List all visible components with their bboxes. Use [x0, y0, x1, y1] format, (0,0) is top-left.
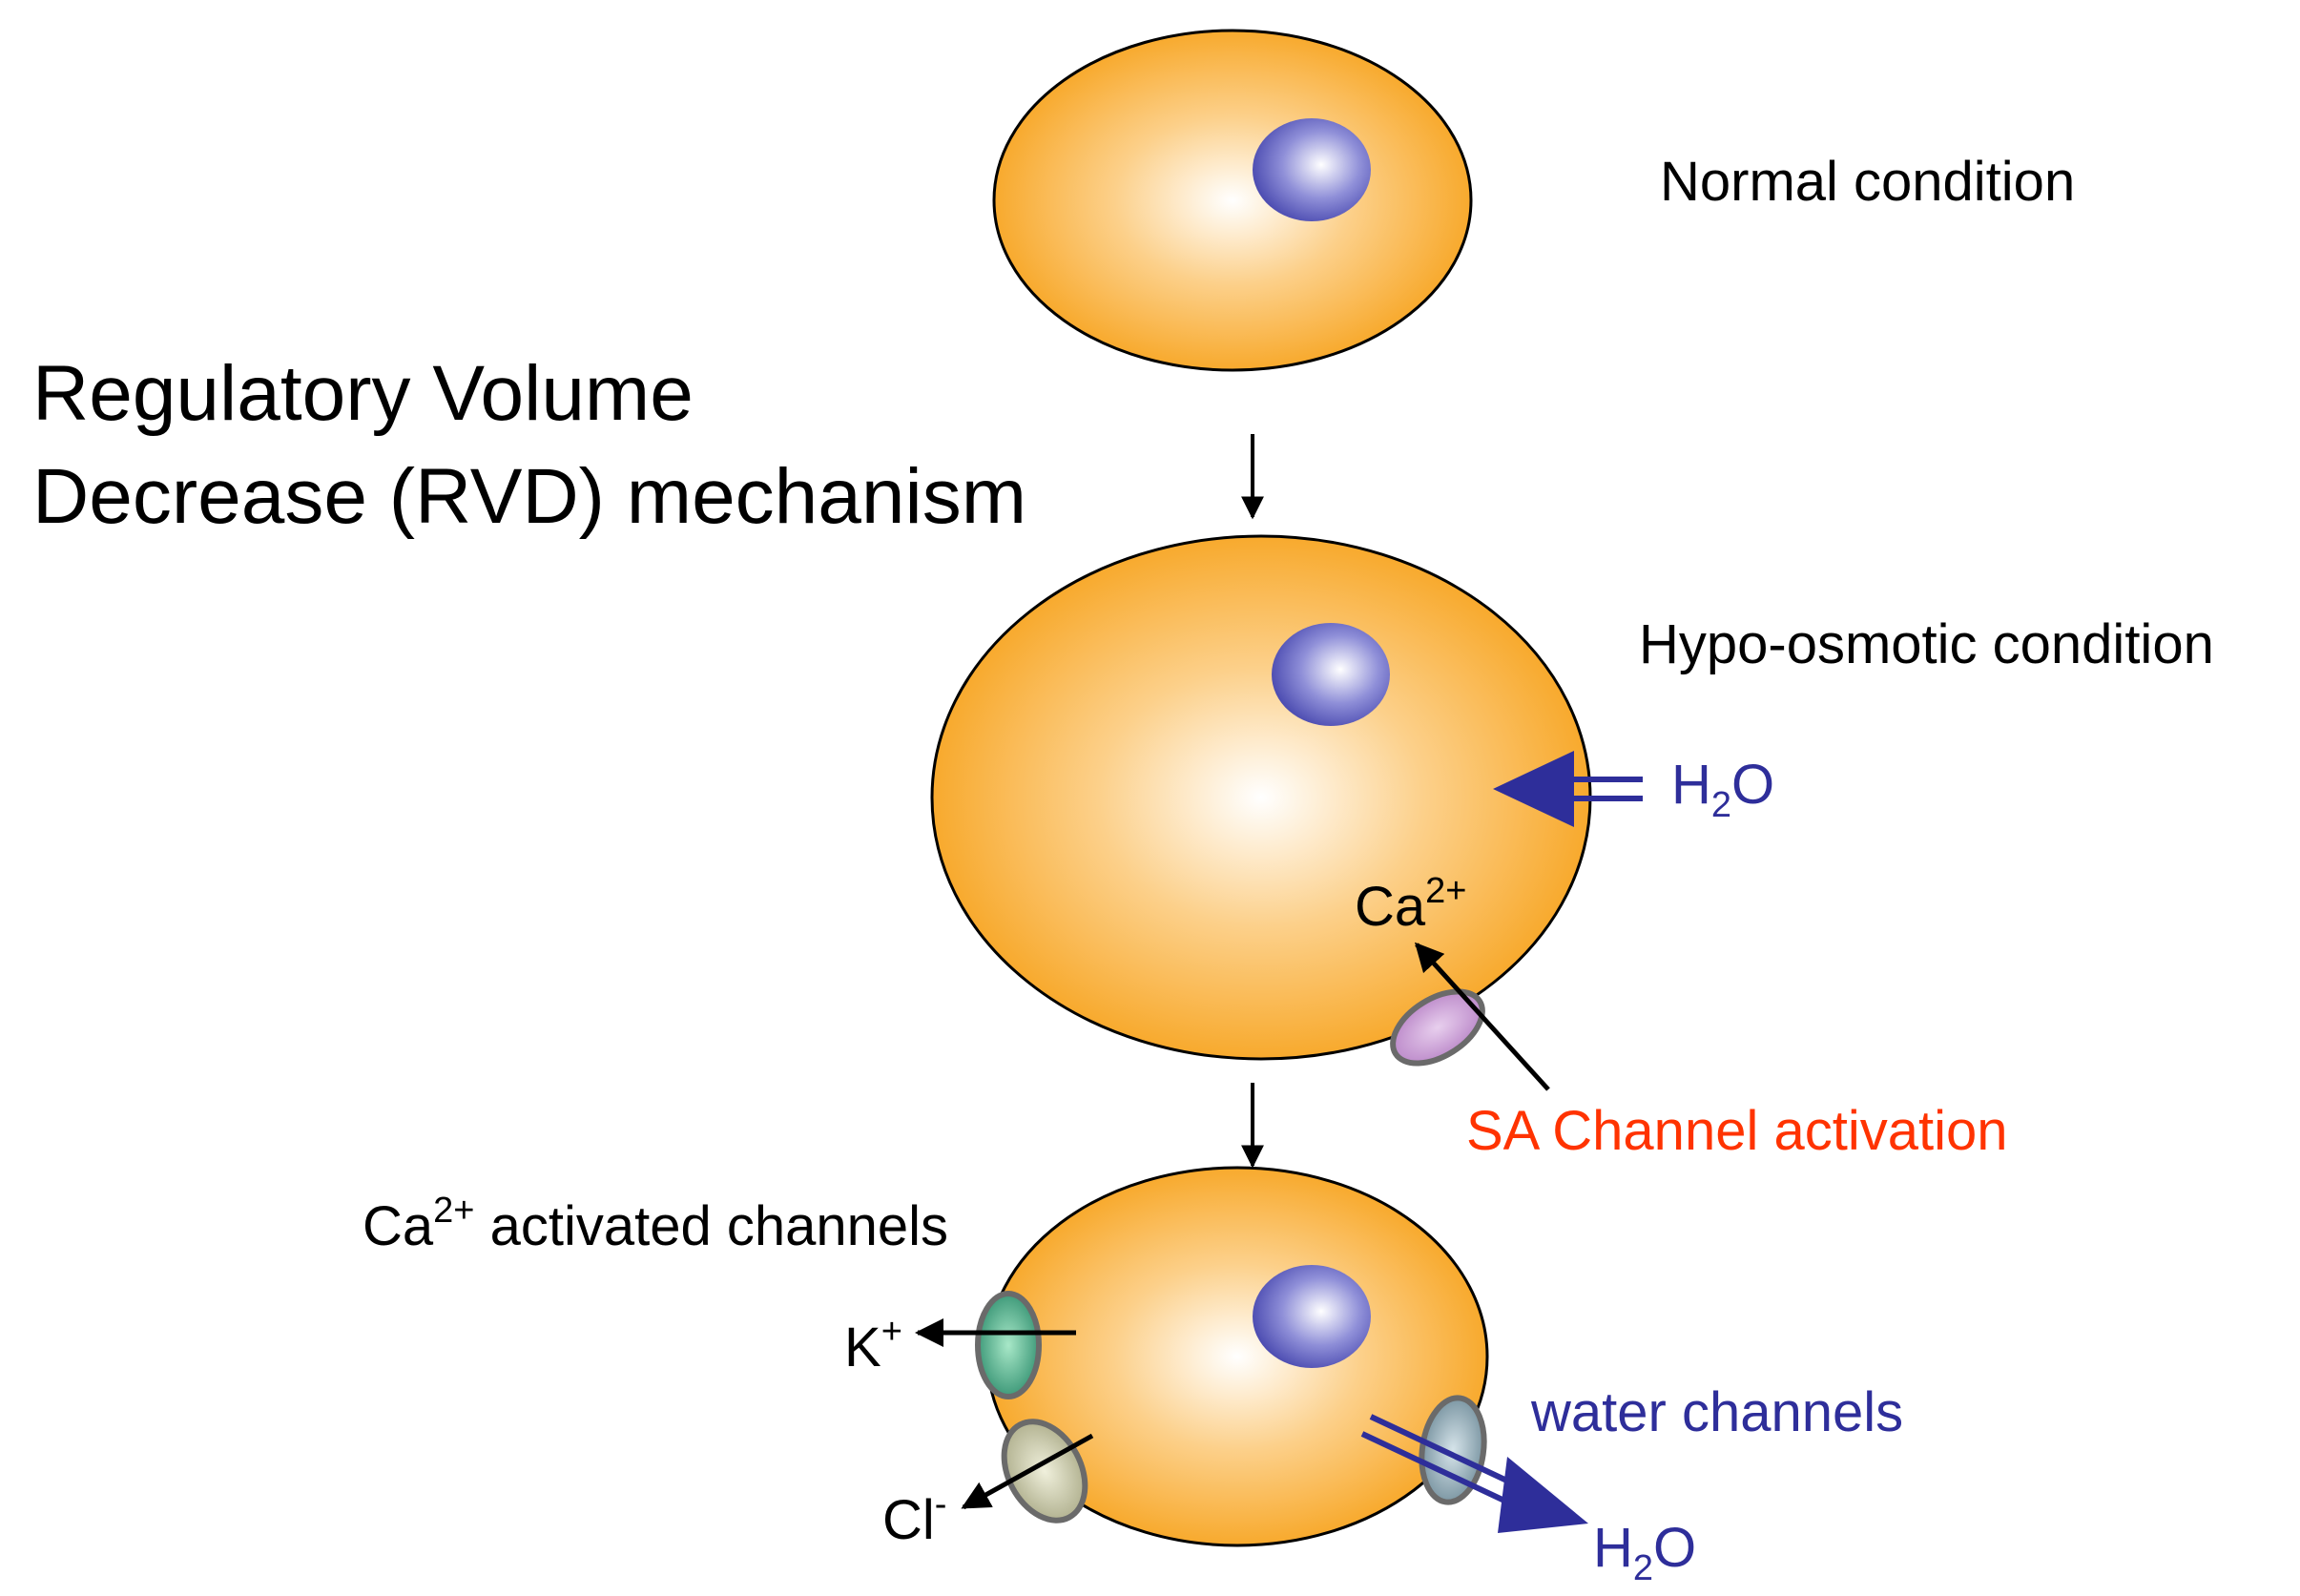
calcium-influx-arrow — [1414, 942, 1550, 1091]
potassium-channel-icon — [975, 1291, 1042, 1399]
normal-condition-label: Normal condition — [1660, 151, 2075, 213]
water-channels-label: water channels — [1530, 1381, 1903, 1443]
nucleus — [1253, 1265, 1371, 1368]
water-efflux-label: H2O — [1593, 1517, 1696, 1588]
water-influx-label: H2O — [1671, 754, 1774, 825]
water-efflux-arrow — [1360, 1414, 1588, 1533]
normal-cell — [992, 29, 1473, 372]
chloride-channel-icon — [1001, 1419, 1088, 1523]
rvd-cell — [985, 1166, 1489, 1547]
sa-channel-activation-label: SA Channel activation — [1466, 1100, 2007, 1162]
hypo-osmotic-cell — [930, 534, 1592, 1061]
chloride-label: Cl- — [882, 1484, 946, 1551]
chloride-efflux-arrow — [961, 1433, 1094, 1510]
title-line-1: Regulatory Volume — [32, 350, 694, 437]
sa-channel-icon — [1390, 988, 1485, 1067]
potassium-label: K+ — [844, 1312, 902, 1378]
hypo-osmotic-condition-label: Hypo-osmotic condition — [1639, 613, 2214, 675]
nucleus — [1272, 623, 1390, 726]
water-channel-icon — [1419, 1395, 1487, 1505]
nucleus — [1253, 118, 1371, 221]
title-line-2: Decrease (RVD) mechanism — [32, 453, 1026, 540]
calcium-label: Ca2+ — [1355, 871, 1466, 938]
calcium-activated-channels-label: Ca2+ activated channels — [363, 1191, 948, 1257]
water-influx-arrow — [1493, 751, 1643, 827]
